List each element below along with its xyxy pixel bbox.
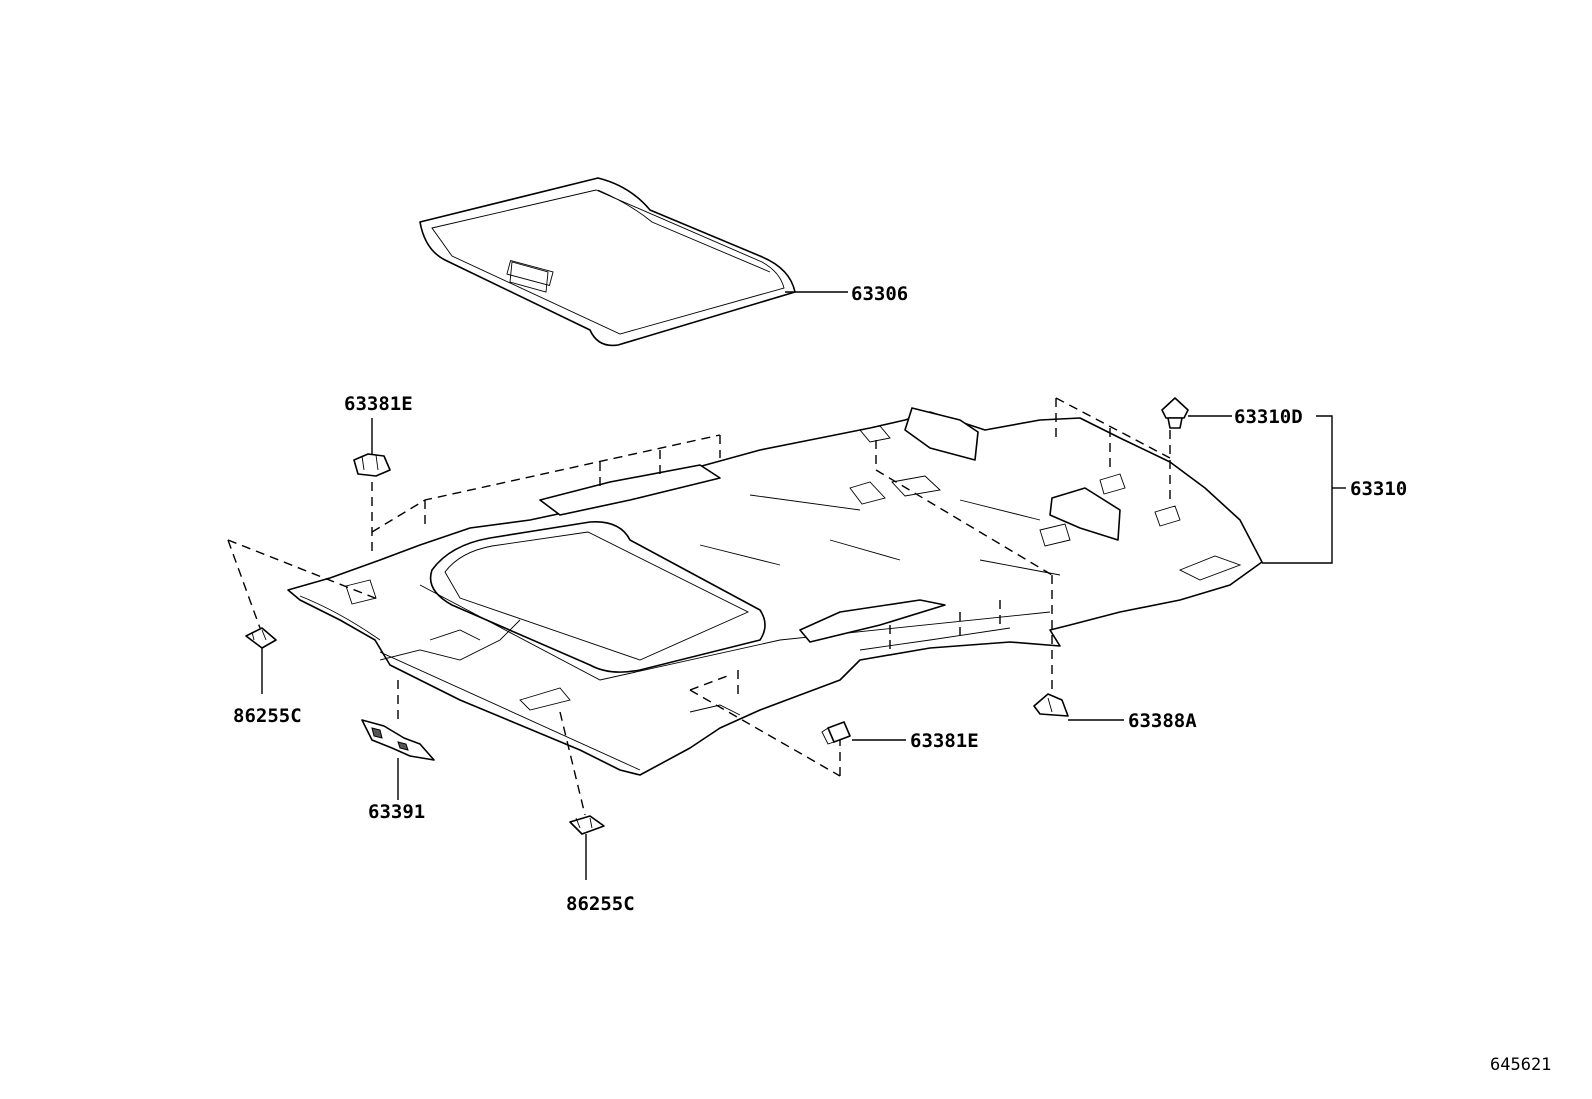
label-63310: 63310	[1350, 478, 1407, 500]
reference-number: 645621	[1490, 1055, 1551, 1075]
label-63388a: 63388A	[1128, 710, 1197, 732]
assembly-lines	[227, 397, 1171, 816]
headliner-panel	[287, 407, 1263, 776]
headliner-clip-part	[1161, 397, 1189, 429]
sunshade-panel	[419, 177, 796, 347]
leader-lines	[261, 291, 1346, 880]
label-63310d: 63310D	[1234, 406, 1303, 428]
label-63391: 63391	[368, 801, 425, 823]
clip-lower-part	[821, 721, 851, 745]
label-63381e-lower: 63381E	[910, 730, 979, 752]
label-63381e-upper: 63381E	[344, 393, 413, 415]
clip-upper-part	[353, 453, 391, 477]
label-86255c-left: 86255C	[233, 705, 302, 727]
bracket-center-part	[569, 815, 605, 835]
bracket-left-part	[245, 627, 277, 649]
holder-part	[361, 719, 435, 761]
cover-part	[1033, 693, 1069, 717]
callout-labels: 63306 63381E 63310D 63310 86255C 63391 8…	[233, 283, 1551, 1075]
label-63306: 63306	[851, 283, 908, 305]
label-86255c-center: 86255C	[566, 893, 635, 915]
